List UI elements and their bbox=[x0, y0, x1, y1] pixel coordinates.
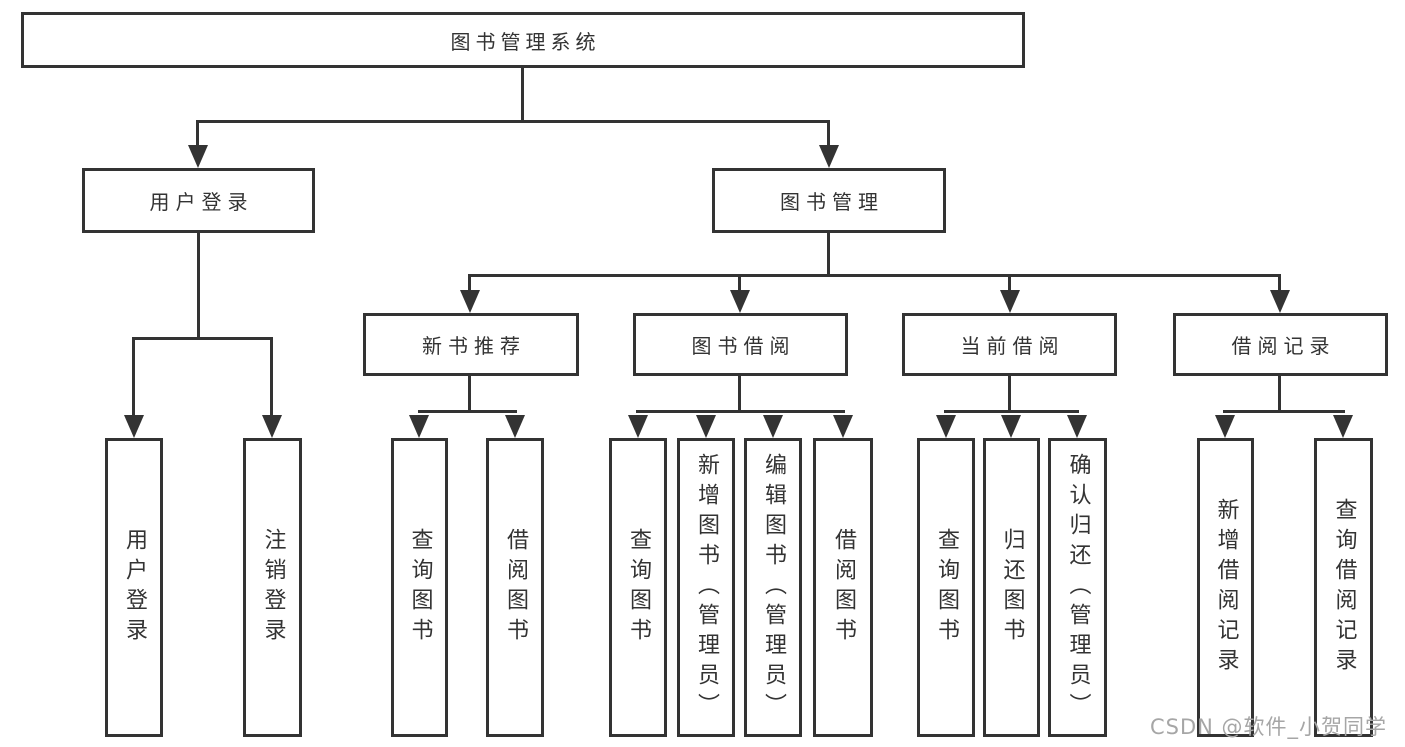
arrow-down-icon bbox=[1270, 290, 1290, 313]
node-label: 新书推荐 bbox=[422, 334, 526, 358]
leaf-label: 查询图书 bbox=[407, 527, 433, 648]
leaf-label: 新增图书（管理员） bbox=[694, 452, 719, 723]
leaf-label: 注销登录 bbox=[260, 527, 286, 648]
arrow-down-icon bbox=[188, 145, 208, 168]
connector-stub-user-login bbox=[196, 120, 199, 150]
leaf-user-login: 用户登录 bbox=[105, 438, 163, 737]
connector-current-borrow-vertical bbox=[1008, 376, 1011, 413]
connector-stub-leaf-logout bbox=[270, 340, 273, 418]
arrow-down-icon bbox=[409, 415, 429, 438]
arrow-down-icon bbox=[628, 415, 648, 438]
leaf-label: 编辑图书（管理员） bbox=[761, 452, 786, 723]
leaf-label: 用户登录 bbox=[122, 527, 147, 648]
leaf-label: 查询图书 bbox=[626, 527, 651, 648]
leaf-nb-borrow-books: 借阅图书 bbox=[486, 438, 544, 737]
node-label: 当前借阅 bbox=[960, 334, 1065, 358]
connector-root-horizontal bbox=[196, 120, 830, 123]
connector-book-borrow-horizontal bbox=[636, 410, 845, 413]
node-book-borrow: 图书借阅 bbox=[633, 313, 848, 376]
leaf-logout: 注销登录 bbox=[243, 438, 302, 737]
leaf-cb-confirm-return: 确认归还（管理员） bbox=[1048, 438, 1107, 737]
arrow-down-icon bbox=[833, 415, 853, 438]
arrow-down-icon bbox=[1067, 415, 1087, 438]
node-label: 借阅记录 bbox=[1231, 334, 1336, 358]
leaf-bb-edit-books: 编辑图书（管理员） bbox=[744, 438, 802, 737]
node-library-system: 图书管理系统 bbox=[21, 12, 1025, 68]
connector-stub-book-management bbox=[827, 120, 830, 150]
leaf-label: 查询图书 bbox=[934, 527, 959, 648]
leaf-nb-query-books: 查询图书 bbox=[391, 438, 448, 737]
leaf-bb-query-books: 查询图书 bbox=[609, 438, 667, 737]
node-label: 用户登录 bbox=[149, 190, 254, 214]
arrow-down-icon bbox=[124, 415, 144, 438]
arrow-down-icon bbox=[1001, 415, 1021, 438]
arrow-down-icon bbox=[505, 415, 525, 438]
connector-stub-new-books bbox=[468, 277, 471, 293]
leaf-cb-return-books: 归还图书 bbox=[983, 438, 1040, 737]
leaf-label: 归还图书 bbox=[999, 527, 1025, 648]
leaf-br-query-record: 查询借阅记录 bbox=[1314, 438, 1373, 737]
arrow-down-icon bbox=[460, 290, 480, 313]
node-current-borrow: 当前借阅 bbox=[902, 313, 1117, 376]
connector-user-login-horizontal bbox=[132, 337, 273, 340]
connector-stub-book-borrow bbox=[738, 277, 741, 293]
arrow-down-icon bbox=[1333, 415, 1353, 438]
arrow-down-icon bbox=[1000, 290, 1020, 313]
connector-stub-current-borrow bbox=[1008, 277, 1011, 293]
connector-user-login-vertical bbox=[197, 233, 200, 340]
leaf-bb-borrow-books: 借阅图书 bbox=[813, 438, 873, 737]
connector-current-borrow-horizontal bbox=[944, 410, 1079, 413]
leaf-br-add-record: 新增借阅记录 bbox=[1197, 438, 1254, 737]
connector-book-borrow-vertical bbox=[738, 376, 741, 413]
arrow-down-icon bbox=[1215, 415, 1235, 438]
node-new-book-recommend: 新书推荐 bbox=[363, 313, 579, 376]
connector-borrow-records-horizontal bbox=[1223, 410, 1345, 413]
arrow-down-icon bbox=[696, 415, 716, 438]
connector-new-books-horizontal bbox=[418, 410, 517, 413]
connector-book-mgmt-horizontal bbox=[468, 274, 1281, 277]
node-borrow-records: 借阅记录 bbox=[1173, 313, 1388, 376]
node-book-management: 图书管理 bbox=[712, 168, 946, 233]
connector-new-books-vertical bbox=[468, 376, 471, 413]
arrow-down-icon bbox=[763, 415, 783, 438]
connector-book-mgmt-vertical bbox=[827, 233, 830, 277]
node-label: 图书管理 bbox=[780, 190, 884, 214]
watermark-text: CSDN @软件_小贺同学 bbox=[1150, 715, 1388, 739]
node-label: 图书管理系统 bbox=[450, 29, 601, 54]
leaf-cb-query-books: 查询图书 bbox=[917, 438, 975, 737]
leaf-label: 借阅图书 bbox=[831, 527, 856, 648]
connector-stub-borrow-records bbox=[1278, 277, 1281, 293]
connector-root-vertical bbox=[521, 68, 524, 120]
arrow-down-icon bbox=[730, 290, 750, 313]
arrow-down-icon bbox=[262, 415, 282, 438]
connector-borrow-records-vertical bbox=[1278, 376, 1281, 413]
arrow-down-icon bbox=[936, 415, 956, 438]
node-label: 图书借阅 bbox=[691, 334, 796, 358]
leaf-label: 新增借阅记录 bbox=[1213, 497, 1239, 678]
connector-stub-leaf-login bbox=[132, 340, 135, 418]
leaf-label: 查询借阅记录 bbox=[1331, 497, 1357, 678]
leaf-label: 借阅图书 bbox=[503, 527, 528, 648]
leaf-label: 确认归还（管理员） bbox=[1065, 452, 1091, 723]
node-user-login: 用户登录 bbox=[82, 168, 315, 233]
arrow-down-icon bbox=[819, 145, 839, 168]
leaf-bb-add-books: 新增图书（管理员） bbox=[677, 438, 735, 737]
